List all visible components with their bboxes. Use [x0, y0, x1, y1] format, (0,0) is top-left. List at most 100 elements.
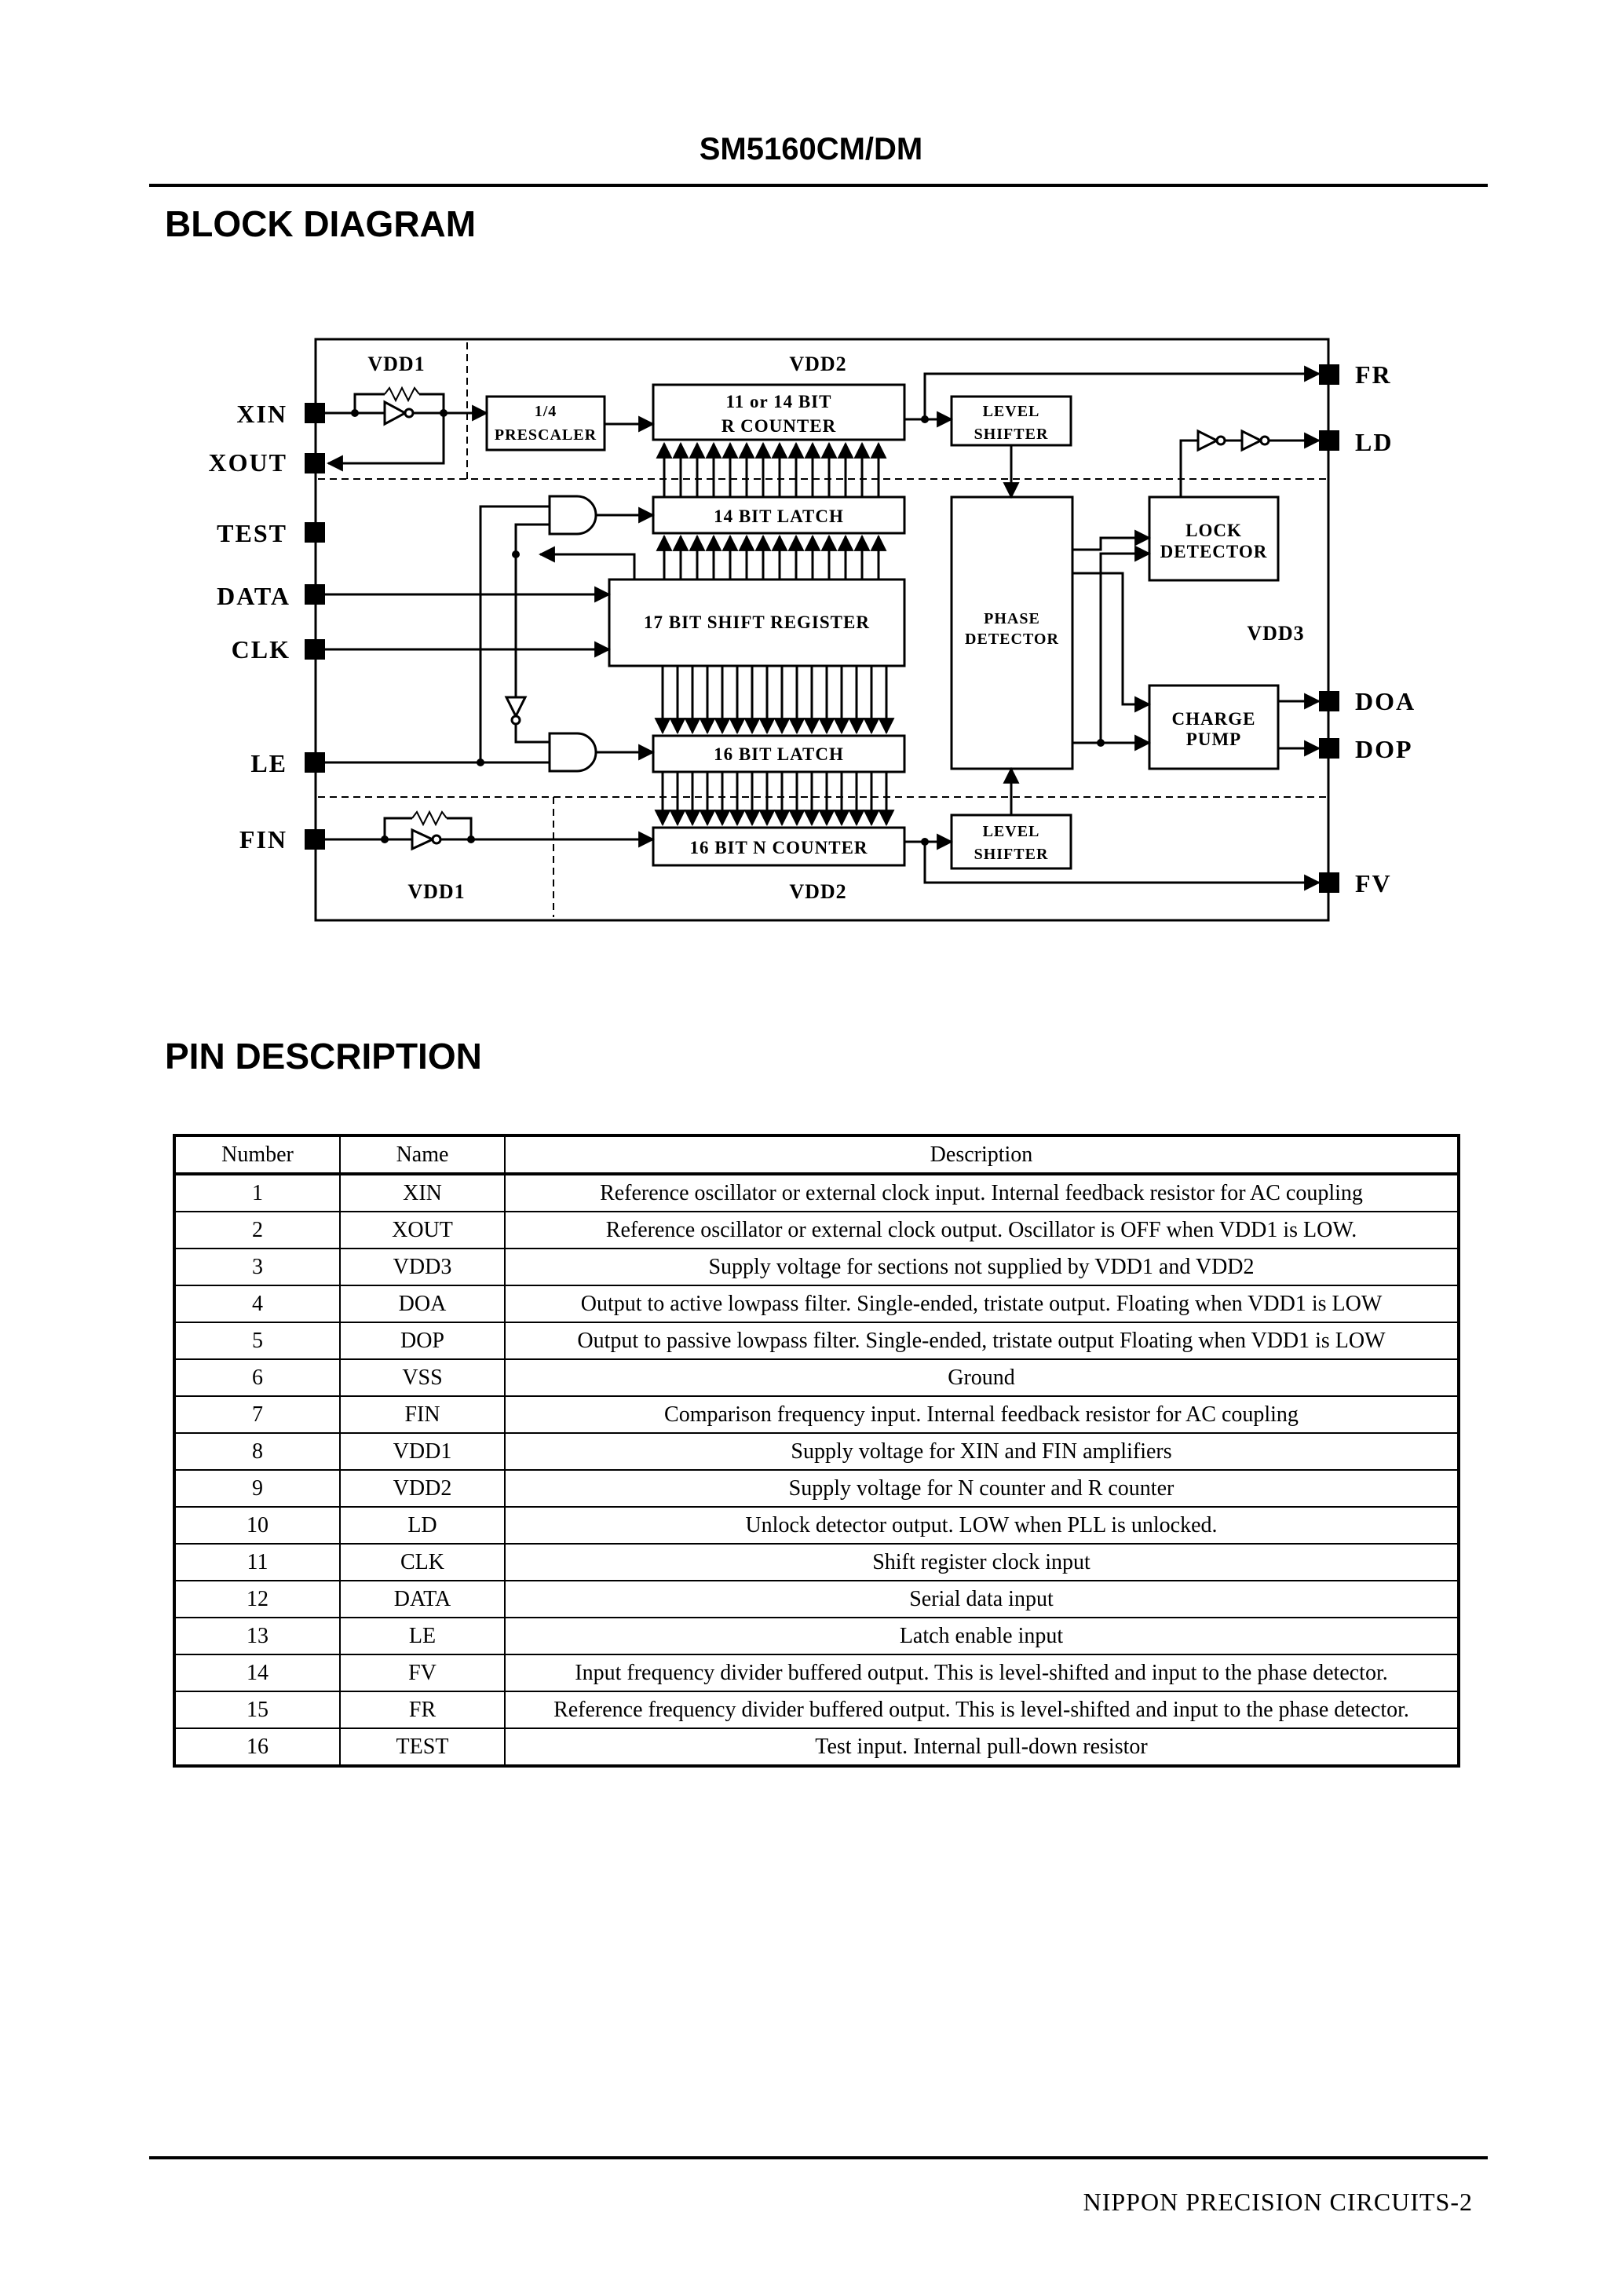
- le-node: [477, 759, 484, 766]
- xin-out-node: [440, 409, 448, 417]
- vdd3-label: VDD3: [1247, 622, 1304, 645]
- pin-name: DOA: [339, 1285, 506, 1323]
- pin-xout-pad: [305, 453, 325, 473]
- pin-name: LE: [339, 1617, 506, 1655]
- r-counter-label-2: R COUNTER: [721, 416, 836, 436]
- pin-name: VSS: [339, 1358, 506, 1397]
- ld-buffer-1: [1196, 429, 1220, 452]
- pin-label-fin: FIN: [239, 825, 287, 854]
- pin-name: XIN: [339, 1173, 506, 1212]
- fr-node: [921, 415, 929, 423]
- pin-number: 10: [174, 1506, 341, 1545]
- pin-description: Supply voltage for XIN and FIN amplifier…: [504, 1432, 1459, 1471]
- pd-to-lock-detector-2: [1072, 545, 1152, 744]
- fin-feedback-resistor: [411, 810, 448, 827]
- control-to-and-top: [514, 523, 550, 554]
- pin-label-xin: XIN: [236, 400, 287, 428]
- latch14-label: 14 BIT LATCH: [714, 506, 844, 526]
- phase-detector-label-1: PHASE: [984, 610, 1040, 627]
- ncounter-to-fv: [923, 842, 1321, 891]
- pd-node: [1097, 739, 1105, 747]
- xin-feedback-resistor: [384, 386, 420, 403]
- pin-fv-pad: [1319, 872, 1339, 893]
- bus-arrows: [654, 441, 895, 827]
- block-diagram-heading: BLOCK DIAGRAM: [165, 203, 477, 244]
- level-shifter-top-label-1: LEVEL: [983, 403, 1040, 420]
- pin-number: 5: [174, 1322, 341, 1360]
- pin-name: FV: [339, 1654, 506, 1692]
- pin-number: 1: [174, 1173, 341, 1212]
- xin-amp-bubble: [404, 408, 415, 419]
- pin-description: Latch enable input: [504, 1617, 1459, 1655]
- fin-amp: [411, 828, 436, 851]
- pin-number: 11: [174, 1543, 341, 1581]
- vdd1-bottom-label: VDD1: [407, 880, 465, 903]
- pin-description: Supply voltage for N counter and R count…: [504, 1469, 1459, 1508]
- pin-description: Supply voltage for sections not supplied…: [504, 1248, 1459, 1286]
- pin-number: 14: [174, 1654, 341, 1692]
- pin-name: CLK: [339, 1543, 506, 1581]
- pin-description: Reference oscillator or external clock i…: [504, 1173, 1459, 1212]
- pin-clk-pad: [305, 639, 325, 660]
- phase-detector-block: [950, 495, 1074, 770]
- level-shifter-top-label-2: SHIFTER: [974, 426, 1049, 443]
- vdd2-bottom-label: VDD2: [789, 880, 846, 903]
- pin-description: Unlock detector output. LOW when PLL is …: [504, 1506, 1459, 1545]
- pin-doa-pad: [1319, 691, 1339, 711]
- and-gate-top: [548, 495, 597, 536]
- n-counter-label: 16 BIT N COUNTER: [689, 838, 868, 857]
- charge-pump-label-1: CHARGE: [1172, 709, 1256, 729]
- pin-label-clk: CLK: [232, 635, 290, 664]
- pin-name: DATA: [339, 1580, 506, 1618]
- pin-number: 6: [174, 1358, 341, 1397]
- pin-description: Output to active lowpass filter. Single-…: [504, 1285, 1459, 1323]
- pin-number: 12: [174, 1580, 341, 1618]
- shift-register-label: 17 BIT SHIFT REGISTER: [644, 612, 870, 632]
- pin-number: 3: [174, 1248, 341, 1286]
- pin-xin-pad: [305, 403, 325, 423]
- column-header-number: Number: [174, 1135, 341, 1175]
- pin-description: Ground: [504, 1358, 1459, 1397]
- pin-fr-pad: [1319, 364, 1339, 385]
- pin-description: Comparison frequency input. Internal fee…: [504, 1395, 1459, 1434]
- fin-amp-bubble: [431, 834, 442, 845]
- pin-label-xout: XOUT: [209, 448, 287, 477]
- footer-rule: [149, 2156, 1488, 2159]
- xin-node: [351, 409, 359, 417]
- xin-feedback-right: [419, 393, 445, 413]
- pin-label-fr: FR: [1355, 360, 1392, 389]
- pin-fin-pad: [305, 829, 325, 850]
- pin-label-fv: FV: [1355, 869, 1392, 898]
- pin-number: 15: [174, 1691, 341, 1729]
- pin-label-data: DATA: [217, 582, 290, 610]
- block-diagram: XIN XOUT TEST DATA CLK LE FIN FR LD DOA …: [209, 338, 1414, 922]
- pin-name: FR: [339, 1691, 506, 1729]
- and-gate-bottom: [548, 732, 597, 773]
- level-shifter-bottom-block: [950, 813, 1072, 870]
- pin-number: 13: [174, 1617, 341, 1655]
- pin-name: DOP: [339, 1322, 506, 1360]
- pd-to-lock-detector-1: [1072, 529, 1152, 551]
- lock-detector-block: [1148, 495, 1280, 582]
- charge-pump-label-2: PUMP: [1186, 729, 1241, 749]
- pin-name: VDD1: [339, 1432, 506, 1471]
- le-to-and-top: [325, 505, 550, 764]
- pin-number: 8: [174, 1432, 341, 1471]
- pin-description: Serial data input: [504, 1580, 1459, 1618]
- vdd2-top-label: VDD2: [789, 353, 846, 375]
- page-title: SM5160CM/DM: [699, 132, 923, 166]
- xin-amp: [383, 400, 408, 426]
- pin-number: 16: [174, 1727, 341, 1767]
- rcounter-to-fr: [904, 365, 1321, 421]
